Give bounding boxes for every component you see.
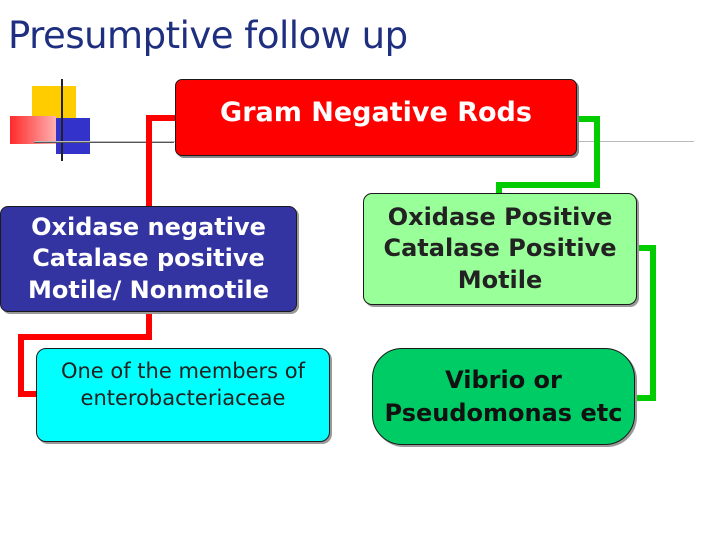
right-connector-stub-bottom [634,395,656,401]
left-connector-vertical-3 [18,334,24,396]
right-connector-vertical-3 [650,245,656,401]
root-node-gram-negative-rods: Gram Negative Rods [175,79,577,156]
left-connector-vertical-1 [146,115,152,207]
right-connector-top [576,116,600,122]
node-vibrio-pseudomonas-label: Vibrio or Pseudomonas etc [384,366,623,427]
node-vibrio-pseudomonas: Vibrio or Pseudomonas etc [372,348,635,445]
deco-red-square [10,116,56,144]
node-oxidase-negative-label: Oxidase negative Catalase positive Motil… [27,213,270,304]
node-oxidase-positive-label: Oxidase Positive Catalase Positive Motil… [383,203,617,294]
root-node-label: Gram Negative Rods [220,97,532,128]
right-connector-horizontal [496,182,600,188]
left-connector-stub [18,391,37,397]
node-enterobacteriaceae-label: One of the members of enterobacteriaceae [60,358,306,410]
deco-vertical-line [61,79,63,161]
node-oxidase-negative: Oxidase negative Catalase positive Motil… [0,206,297,312]
node-enterobacteriaceae: One of the members of enterobacteriaceae [36,348,330,442]
node-oxidase-positive: Oxidase Positive Catalase Positive Motil… [363,193,637,305]
slide-title: Presumptive follow up [8,14,408,57]
right-connector-vertical-2 [496,182,502,194]
left-connector-vertical-2 [146,311,152,340]
left-connector-horizontal [18,334,152,340]
right-connector-stub-top [636,245,656,251]
right-connector-vertical-1 [594,116,600,188]
left-connector-top [146,115,176,121]
deco-horizontal-line [34,141,174,143]
